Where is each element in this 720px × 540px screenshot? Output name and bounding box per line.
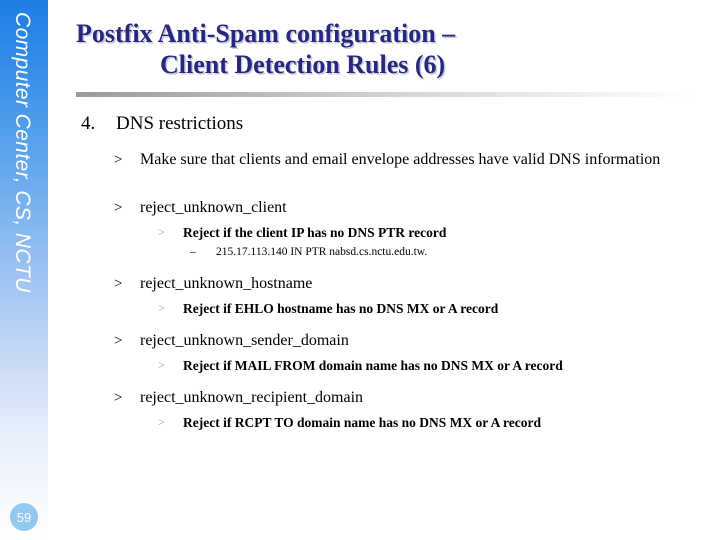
- rule-item-reject-unknown-recipient-domain: > reject_unknown_recipient_domain: [76, 388, 706, 408]
- spacer: [76, 264, 706, 274]
- rule-item-reject-unknown-sender-domain: > reject_unknown_sender_domain: [76, 331, 706, 351]
- slide-title-line-2: Client Detection Rules (6): [160, 50, 446, 79]
- rule-detail-text: Reject if RCPT TO domain name has no DNS…: [183, 415, 542, 430]
- spacer: [76, 176, 706, 198]
- rule-detail-text: Reject if MAIL FROM domain name has no D…: [183, 358, 563, 373]
- chevron-marker-icon: >: [158, 301, 165, 315]
- section-heading: 4. DNS restrictions: [76, 112, 706, 136]
- rule-detail: > Reject if RCPT TO domain name has no D…: [76, 414, 706, 431]
- rule-example-text: 215.17.113.140 IN PTR nabsd.cs.nctu.edu.…: [216, 246, 428, 258]
- chevron-marker-icon: >: [114, 390, 123, 406]
- page-number-badge: 59: [10, 503, 38, 531]
- rule-detail: > Reject if EHLO hostname has no DNS MX …: [76, 300, 706, 317]
- section-number: 4.: [81, 113, 96, 134]
- chevron-marker-icon: >: [114, 276, 123, 292]
- page-number-text: 59: [16, 509, 32, 525]
- rule-name: reject_unknown_client: [140, 199, 287, 216]
- section-heading-text: DNS restrictions: [116, 113, 244, 134]
- spacer: [76, 321, 706, 331]
- intro-bullet: > Make sure that clients and email envel…: [76, 150, 706, 170]
- intro-bullet-text: Make sure that clients and email envelop…: [140, 151, 661, 168]
- sidebar-vertical-label: Computer Center, CS, NCTU: [11, 12, 34, 293]
- dash-marker-icon: –: [190, 246, 196, 258]
- rule-item-reject-unknown-client: > reject_unknown_client: [76, 198, 706, 218]
- slide-body: 4. DNS restrictions > Make sure that cli…: [76, 112, 706, 435]
- chevron-marker-icon: >: [114, 152, 123, 168]
- rule-name: reject_unknown_sender_domain: [140, 332, 349, 349]
- spacer: [76, 378, 706, 388]
- chevron-marker-icon: >: [158, 358, 165, 372]
- rule-detail-text: Reject if the client IP has no DNS PTR r…: [183, 225, 447, 240]
- rule-detail: > Reject if the client IP has no DNS PTR…: [76, 224, 706, 241]
- rule-name: reject_unknown_recipient_domain: [140, 389, 364, 406]
- slide-title-line-1: Postfix Anti-Spam configuration –: [76, 19, 456, 48]
- chevron-marker-icon: >: [114, 200, 123, 216]
- sidebar-branding: Computer Center, CS, NCTU: [0, 0, 48, 540]
- slide-title: Postfix Anti-Spam configuration – Client…: [76, 18, 696, 80]
- chevron-marker-icon: >: [158, 415, 165, 429]
- sidebar-gradient-band: [0, 0, 48, 540]
- rule-detail-text: Reject if EHLO hostname has no DNS MX or…: [183, 301, 499, 316]
- chevron-marker-icon: >: [114, 333, 123, 349]
- rule-example: – 215.17.113.140 IN PTR nabsd.cs.nctu.ed…: [76, 245, 706, 260]
- rule-name: reject_unknown_hostname: [140, 275, 313, 292]
- rule-detail: > Reject if MAIL FROM domain name has no…: [76, 357, 706, 374]
- rule-item-reject-unknown-hostname: > reject_unknown_hostname: [76, 274, 706, 294]
- title-divider-rule: [76, 92, 696, 97]
- chevron-marker-icon: >: [158, 225, 165, 239]
